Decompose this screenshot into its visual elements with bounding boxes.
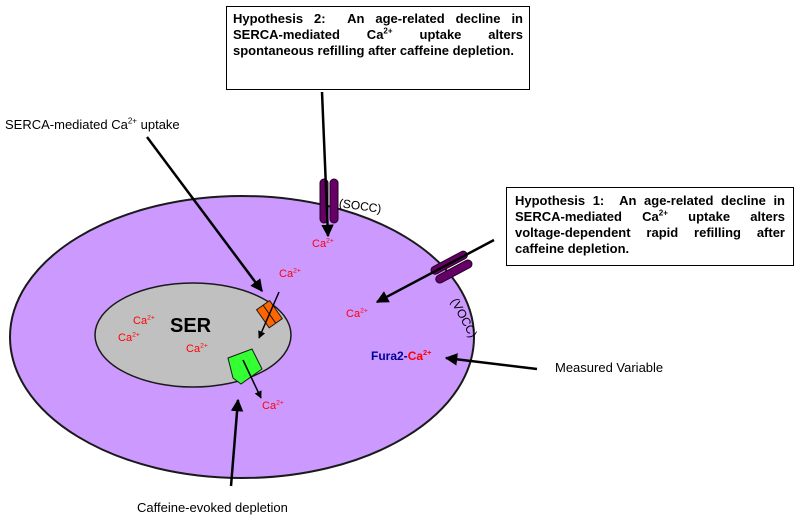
measured-variable-label: Measured Variable — [555, 360, 664, 375]
ca-ion-released: Ca2+ — [262, 399, 284, 412]
caffeine-depletion-arrow — [229, 398, 244, 487]
ca-ion-vocc: Ca2+ — [346, 307, 368, 320]
hypothesis-1-text-end: uptake alters voltage-dependent rapid re… — [515, 209, 785, 256]
hypothesis1-arrow — [375, 238, 495, 304]
serca-uptake-arrow — [145, 136, 264, 293]
serca-uptake-label: SERCA-mediated Ca2+ uptake — [5, 116, 180, 132]
release-flux-arrow — [242, 359, 262, 399]
hypothesis-1-text-start: An age-related decline in SERCA-mediated… — [515, 193, 785, 224]
hypothesis-1-superscript: 2+ — [658, 208, 668, 218]
hypothesis-2-superscript: 2+ — [383, 26, 393, 36]
measured-variable-arrow — [444, 353, 538, 371]
hypothesis-2-text-end: uptake alters spontaneous refilling afte… — [233, 27, 523, 58]
fura2-calcium-label: Fura2-Ca2+ — [371, 348, 432, 363]
serca-pump-flux-arrow — [258, 291, 280, 339]
hypothesis-2-text-start: An age-related decline in SERCA-mediated… — [233, 11, 523, 42]
ca-ion-ser-center: Ca2+ — [186, 342, 208, 355]
hypothesis-1-title: Hypothesis 1: — [515, 193, 605, 208]
ca-ion-cytosol-serca: Ca2+ — [279, 267, 301, 280]
hypothesis-2-title: Hypothesis 2: — [233, 11, 326, 26]
hypothesis2-arrow — [320, 91, 334, 238]
caffeine-depletion-label: Caffeine-evoked depletion — [137, 500, 288, 515]
ser-label: SER — [170, 315, 212, 337]
hypothesis-1-box: Hypothesis 1: An age-related decline in … — [506, 187, 794, 266]
ca-ion-ser-upper: Ca2+ — [133, 314, 155, 327]
ca-ion-ser-lower: Ca2+ — [118, 331, 140, 344]
ca-ion-socc: Ca2+ — [312, 237, 334, 250]
hypothesis-2-box: Hypothesis 2: An age-related decline in … — [226, 6, 530, 90]
